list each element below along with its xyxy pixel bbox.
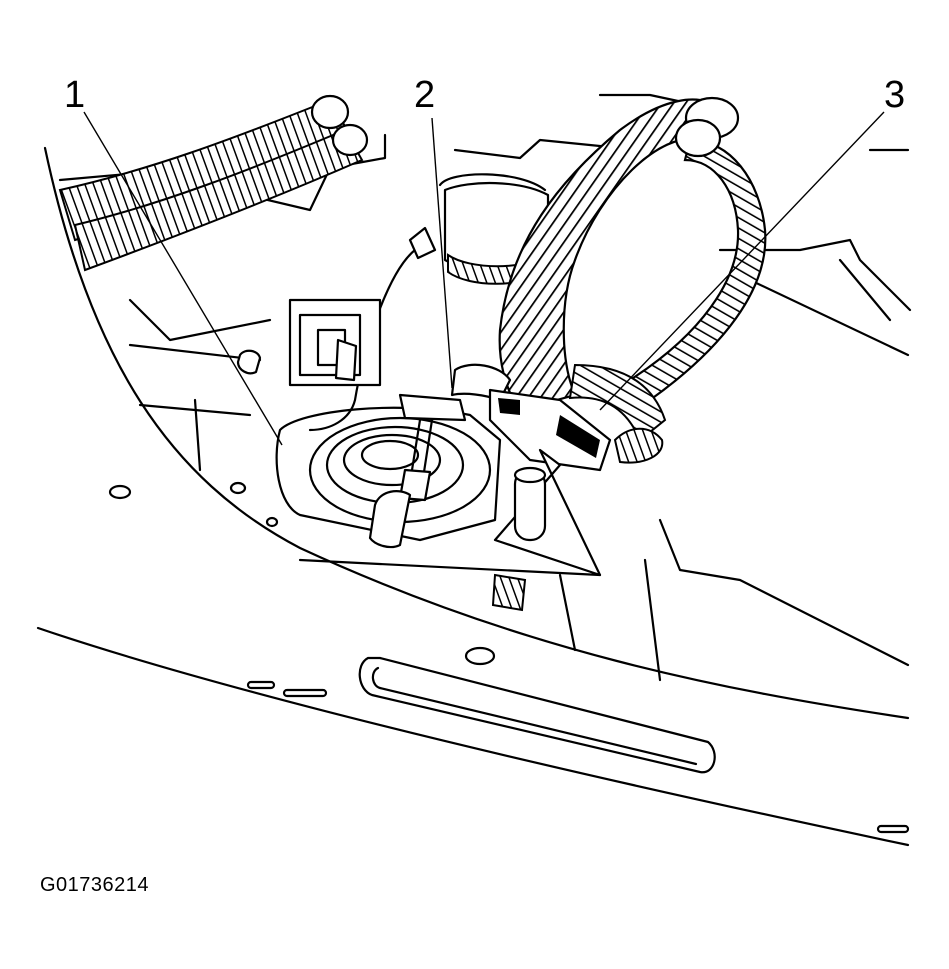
- upper-left-harness: [58, 94, 369, 272]
- callout-3-label: 3: [884, 74, 906, 116]
- callout-1-label: 1: [64, 74, 86, 116]
- brake-light-bezel: [358, 656, 716, 774]
- callout-2-label: 2: [414, 74, 436, 116]
- vehicle-body-outline: [36, 93, 912, 847]
- fuel-sender-assembly: [275, 226, 612, 612]
- panel-fasteners: [108, 349, 910, 834]
- callout-leaders: [83, 111, 885, 446]
- corrugated-hoses: [498, 96, 767, 464]
- figure-code: G01736214: [40, 874, 150, 896]
